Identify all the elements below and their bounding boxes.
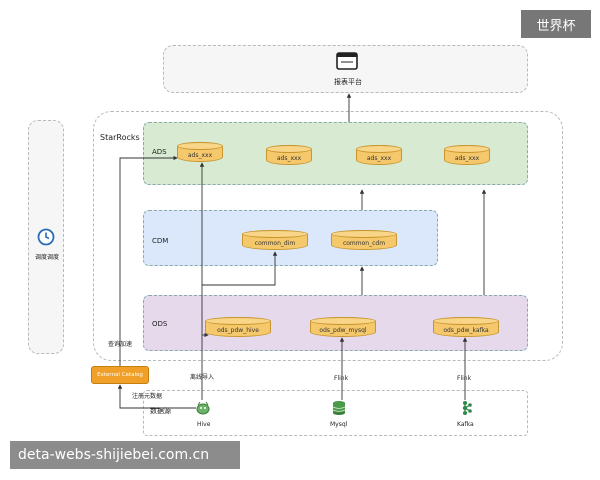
datasource-box — [143, 390, 528, 436]
starrocks-container — [93, 111, 563, 361]
edge-register-meta — [117, 384, 196, 409]
starrocks-label: StarRocks — [100, 133, 140, 142]
flink-label-kafka: Flink — [457, 375, 472, 382]
source-kafka-name: Kafka — [457, 421, 474, 428]
database-icon — [332, 400, 346, 416]
ads-table-1: ads_xxx — [177, 142, 223, 162]
cdm-label: CDM — [152, 237, 169, 245]
flink-label-mysql: Flink — [334, 375, 349, 382]
ads-table-3: ads_xxx — [356, 145, 402, 165]
datasource-label: 数据源 — [150, 407, 171, 415]
watermark-text: deta-webs-shijiebei.com.cn — [18, 447, 210, 463]
edge-catalog-ads — [119, 155, 178, 366]
clock-icon — [37, 228, 55, 246]
ods-label: ODS — [152, 320, 168, 328]
watermark-banner: deta-webs-shijiebei.com.cn — [10, 441, 240, 469]
monitor-icon — [336, 52, 358, 70]
ods-table-mysql: ods_pdw_mysql — [310, 317, 376, 337]
scheduling-label: 调度调度 — [35, 254, 60, 261]
ads-table-2: ads_xxx — [266, 145, 312, 165]
site-badge-text: 世界杯 — [536, 18, 576, 34]
cdm-table-dim: common_dim — [242, 230, 308, 250]
ads-label: ADS — [152, 148, 167, 156]
external-catalog: External Catalog — [91, 366, 149, 384]
cdm-table-cdm: common_cdm — [331, 230, 397, 250]
hive-icon — [195, 400, 211, 416]
source-mysql-name: Mysql — [330, 421, 348, 428]
kafka-icon — [457, 400, 473, 416]
ads-table-4: ads_xxx — [444, 145, 490, 165]
ods-table-kafka: ods_pdw_kafka — [433, 317, 499, 337]
report-platform-label: 报表平台 — [334, 78, 362, 86]
ods-table-hive: ods_pdw_hive — [205, 317, 271, 337]
source-hive-name: Hive — [197, 421, 211, 428]
external-catalog-label: External Catalog — [97, 372, 143, 378]
edge-hive-dim — [202, 251, 278, 286]
register-meta-label: 注册元数据 — [132, 393, 163, 400]
site-badge: 世界杯 — [521, 10, 591, 38]
